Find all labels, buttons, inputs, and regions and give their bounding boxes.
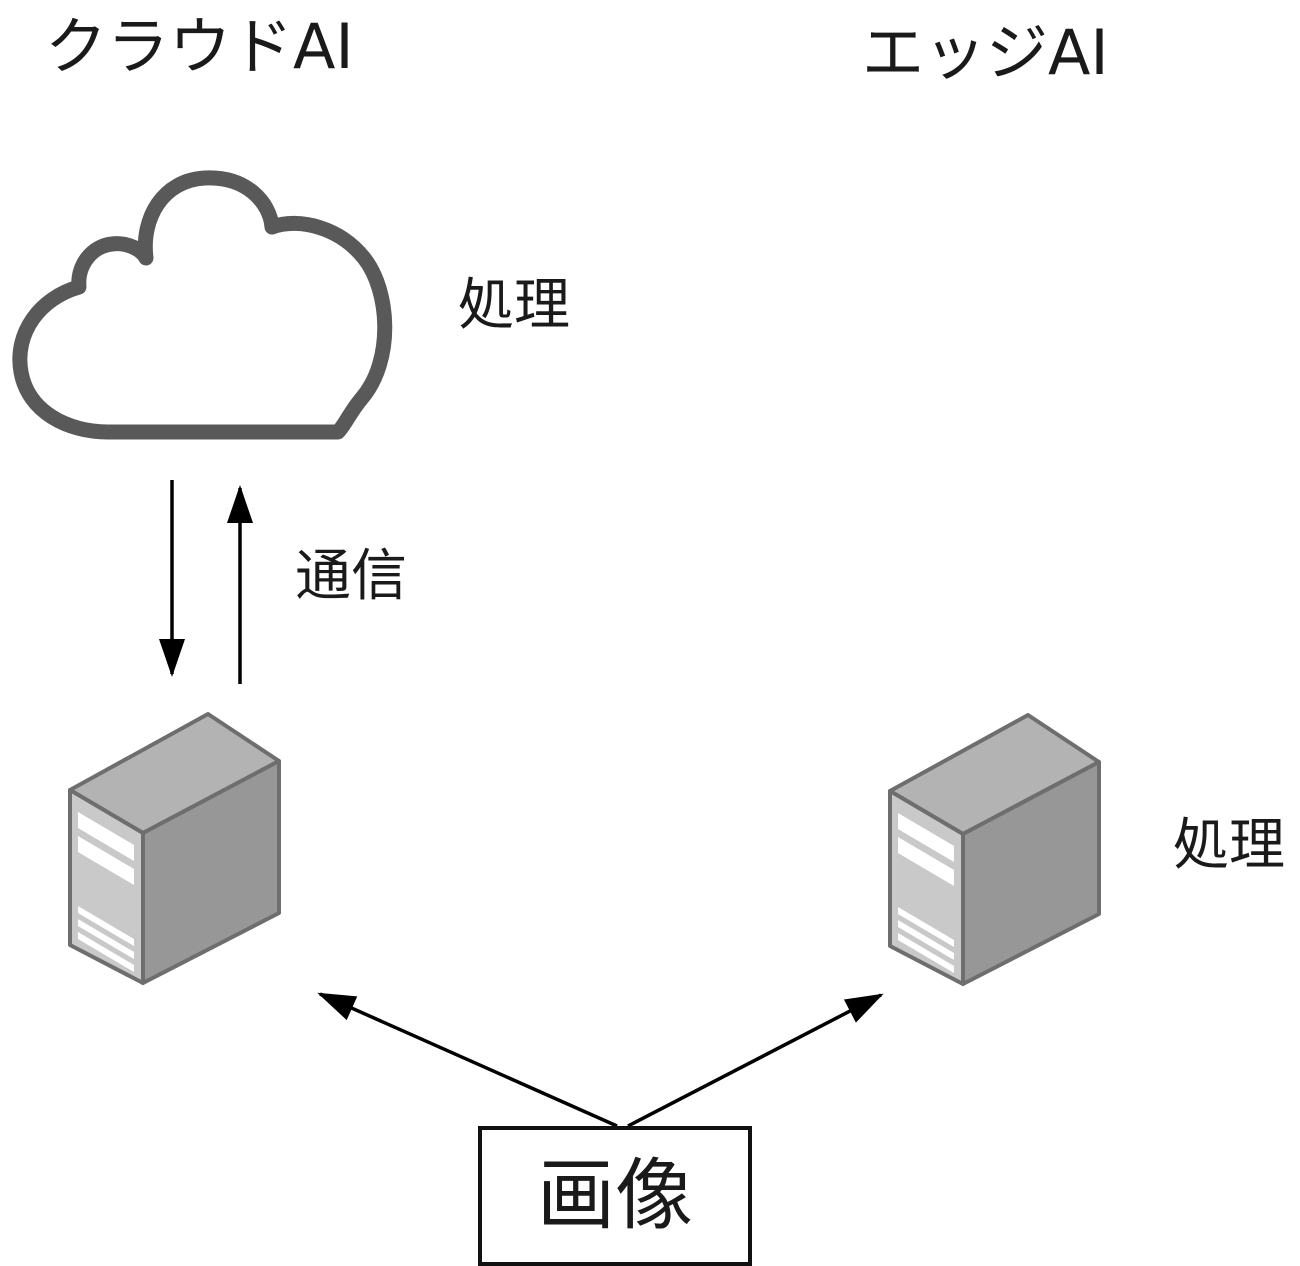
edge-processing-label: 処理 (1173, 813, 1285, 878)
image-box: 画像 (478, 1126, 752, 1266)
server-icon (68, 712, 281, 985)
arrow-up-left-icon (317, 992, 618, 1128)
arrow-up-right-icon (627, 993, 884, 1128)
cloud-processing-label: 処理 (458, 273, 570, 338)
image-box-label: 画像 (536, 1151, 693, 1241)
server-icon (888, 713, 1101, 986)
cloud-icon (12, 170, 393, 440)
communication-label: 通信 (295, 544, 407, 609)
cloud-ai-title: クラウドAI (45, 10, 354, 83)
edge-ai-title: エッジAI (862, 16, 1109, 89)
